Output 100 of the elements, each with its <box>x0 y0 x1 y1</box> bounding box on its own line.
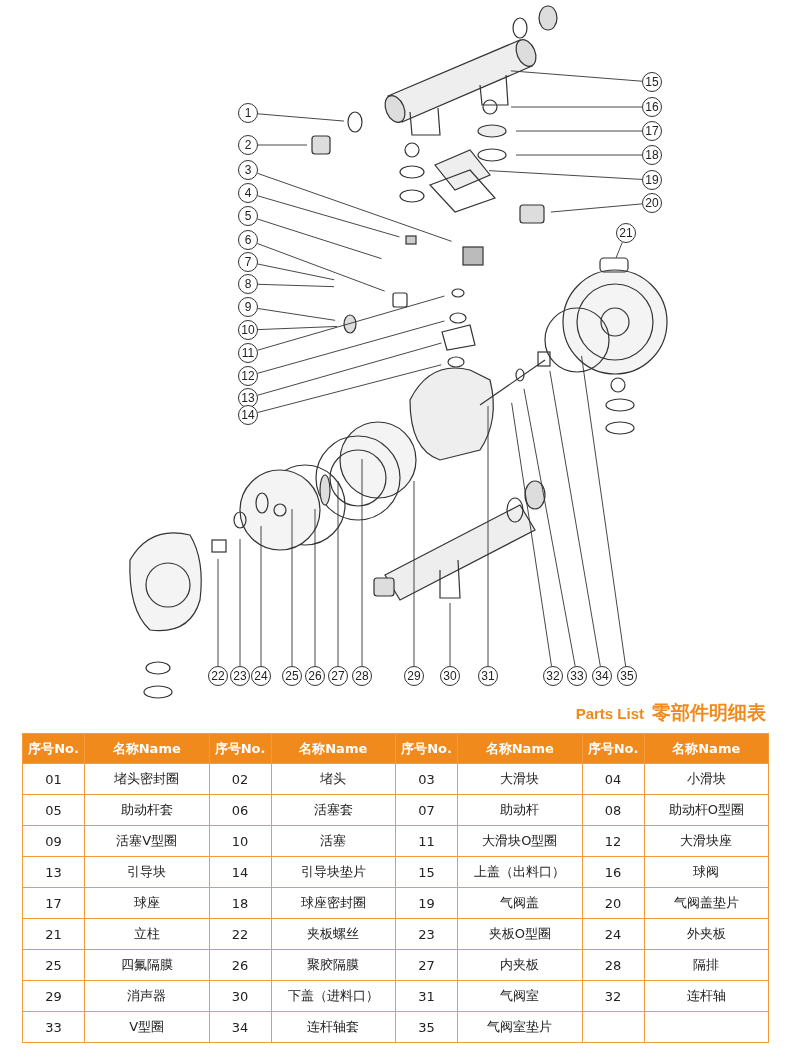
leader-line <box>257 263 335 281</box>
header-cell: 名称Name <box>457 733 582 764</box>
table-cell: 聚胶隔膜 <box>271 949 396 981</box>
table-cell: 09 <box>22 825 85 857</box>
header-cell: 名称Name <box>644 733 769 764</box>
table-cell: 01 <box>22 763 85 795</box>
callout-number: 16 <box>642 97 662 117</box>
leader-line <box>550 203 643 213</box>
callout-number: 9 <box>238 297 258 317</box>
table-cell: 球阀 <box>644 856 769 888</box>
callout-number: 25 <box>282 666 302 686</box>
table-cell: 08 <box>582 794 644 826</box>
table-cell: 连杆轴 <box>644 980 769 1012</box>
table-cell: 连杆轴套 <box>271 1011 396 1043</box>
leader-line <box>510 70 643 82</box>
callout-number: 5 <box>238 206 258 226</box>
callout-number: 7 <box>238 252 258 272</box>
callout-number: 22 <box>208 666 228 686</box>
leader-line <box>257 364 442 413</box>
table-cell: V型圈 <box>84 1011 209 1043</box>
callout-number: 23 <box>230 666 250 686</box>
table-cell: 外夹板 <box>644 918 769 950</box>
title: 零部件明细表 <box>652 701 766 723</box>
table-cell: 28 <box>582 949 644 981</box>
table-cell: 03 <box>395 763 458 795</box>
table-cell: 助动杆套 <box>84 794 209 826</box>
callout-number: 6 <box>238 230 258 250</box>
callout-number: 27 <box>328 666 348 686</box>
table-cell: 27 <box>395 949 458 981</box>
leader-line <box>257 218 382 260</box>
leader-line <box>256 243 386 292</box>
table-cell: 气阀盖 <box>457 887 582 919</box>
callout-number: 12 <box>238 366 258 386</box>
leader-line <box>257 342 442 396</box>
table-cell: 02 <box>209 763 271 795</box>
table-cell: 32 <box>582 980 644 1012</box>
callout-number: 31 <box>478 666 498 686</box>
leader-line <box>581 355 627 667</box>
callout-number: 1 <box>238 103 258 123</box>
table-cell: 大滑块 <box>457 763 582 795</box>
table-cell: 30 <box>209 980 271 1012</box>
table-cell: 04 <box>582 763 644 795</box>
table-cell: 内夹板 <box>457 949 582 981</box>
leader-line <box>337 480 339 667</box>
table-cell: 引导块垫片 <box>271 856 396 888</box>
header-cell: 名称Name <box>271 733 396 764</box>
callout-number: 21 <box>616 223 636 243</box>
leader-line <box>515 130 643 132</box>
leader-line <box>515 154 643 156</box>
table-cell: 活塞V型圈 <box>84 825 209 857</box>
header-cell: 序号No. <box>582 733 644 764</box>
table-cell: 25 <box>22 949 85 981</box>
callout-number: 35 <box>617 666 637 686</box>
callout-number: 28 <box>352 666 372 686</box>
leader-line <box>615 241 623 259</box>
table-cell: 消声器 <box>84 980 209 1012</box>
leader-line <box>510 106 643 108</box>
callout-number: 8 <box>238 274 258 294</box>
callout-number: 26 <box>305 666 325 686</box>
header-cell: 序号No. <box>395 733 458 764</box>
table-cell: 11 <box>395 825 458 857</box>
callout-number: 10 <box>238 320 258 340</box>
callout-number: 18 <box>642 145 662 165</box>
callout-number: 15 <box>642 72 662 92</box>
callout-number: 19 <box>642 170 662 190</box>
table-cell: 大滑块座 <box>644 825 769 857</box>
table-cell: 立柱 <box>84 918 209 950</box>
table-cell: 07 <box>395 794 458 826</box>
leader-line <box>487 405 489 667</box>
leader-line <box>361 458 363 667</box>
table-cell: 下盖（进料口） <box>271 980 396 1012</box>
subtitle: Parts List <box>575 705 644 722</box>
table-cell: 气阀室 <box>457 980 582 1012</box>
leader-line <box>257 144 308 146</box>
table-cell: 夹板螺丝 <box>271 918 396 950</box>
table-cell: 31 <box>395 980 458 1012</box>
leader-line <box>314 508 316 667</box>
leader-line <box>511 402 552 667</box>
table-cell: 活塞套 <box>271 794 396 826</box>
leader-line <box>549 370 601 667</box>
table-cell: 21 <box>22 918 85 950</box>
callout-number: 17 <box>642 121 662 141</box>
header-cell: 名称Name <box>84 733 209 764</box>
table-cell: 夹板O型圈 <box>457 918 582 950</box>
table-cell: 24 <box>582 918 644 950</box>
table-cell: 气阀盖垫片 <box>644 887 769 919</box>
table-cell: 堵头 <box>271 763 396 795</box>
table-cell: 35 <box>395 1011 458 1043</box>
table-cell: 隔排 <box>644 949 769 981</box>
callout-number: 20 <box>642 193 662 213</box>
table-cell: 12 <box>582 825 644 857</box>
callout-number: 30 <box>440 666 460 686</box>
leader-line <box>257 295 445 351</box>
leader-line <box>413 480 415 667</box>
table-cell: 19 <box>395 887 458 919</box>
leader-line <box>523 388 576 667</box>
table-cell: 34 <box>209 1011 271 1043</box>
table-cell: 26 <box>209 949 271 981</box>
table-cell: 15 <box>395 856 458 888</box>
table-cell: 29 <box>22 980 85 1012</box>
